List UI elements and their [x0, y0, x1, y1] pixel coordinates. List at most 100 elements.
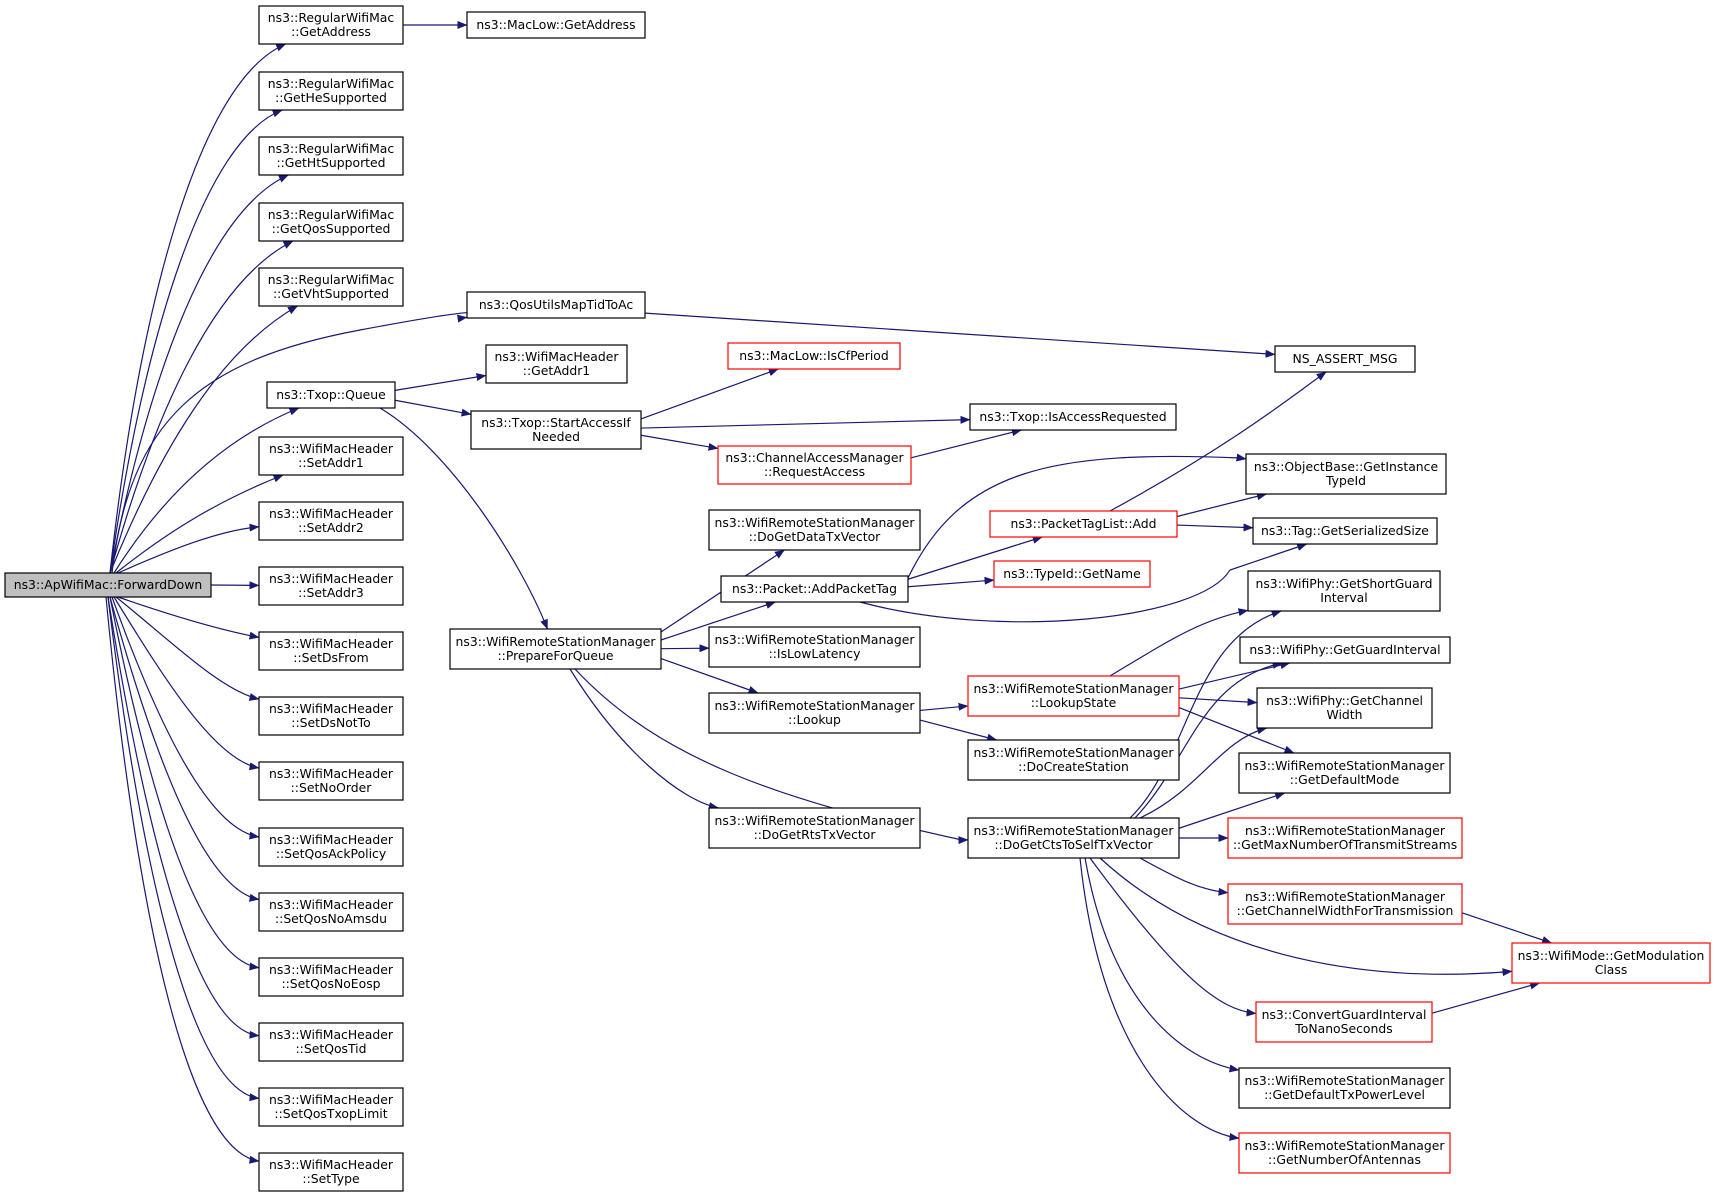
node-ns3-wifiremotestationmanager-prepareforqueue[interactable]: ns3::WifiRemoteStationManager::PrepareFo…	[449, 628, 662, 670]
edge-n9-n31	[379, 407, 549, 630]
node-ns3-wifimacheader-setqostxoplimit[interactable]: ns3::WifiMacHeader::SetQosTxopLimit	[258, 1087, 404, 1127]
node-box	[470, 410, 642, 450]
node-ns3-txop-isaccessrequested[interactable]: ns3::Txop::IsAccessRequested	[969, 403, 1177, 431]
node-ns3-wifiremotestationmanager-getnumberofantennas[interactable]: ns3::WifiRemoteStationManager::GetNumber…	[1238, 1132, 1451, 1174]
node-label: ::PrepareForQueue	[497, 648, 613, 663]
node-ns3-wifiremotestationmanager-getdefaulttxpowerlevel[interactable]: ns3::WifiRemoteStationManager::GetDefaul…	[1238, 1067, 1451, 1109]
edge-n0-n30	[105, 596, 260, 1164]
node-box	[466, 11, 646, 39]
node-ns3-wifiremotestationmanager-getdefaultmode[interactable]: ns3::WifiRemoteStationManager::GetDefaul…	[1238, 752, 1451, 794]
node-ns3-wifiremotestationmanager-islowlatency[interactable]: ns3::WifiRemoteStationManager::IsLowLate…	[708, 626, 921, 668]
node-box	[266, 381, 396, 409]
node-ns3-maclow-getaddress[interactable]: ns3::MacLow::GetAddress	[466, 11, 646, 39]
node-ns3-regularwifimac-gethesupported[interactable]: ns3::RegularWifiMac::GetHeSupported	[258, 71, 404, 111]
node-ns3-typeid-getname[interactable]: ns3::TypeId::GetName	[993, 560, 1151, 588]
edge-n39-n49	[1079, 857, 1240, 1141]
edge-n47-n46	[1431, 981, 1541, 1014]
node-ns3-wifiphy-getchannelwidth[interactable]: ns3::WifiPhy::GetChannelWidth	[1256, 687, 1433, 729]
node-box	[1238, 1132, 1451, 1174]
node-label: Interval	[1320, 590, 1367, 605]
node-box	[1245, 453, 1447, 495]
node-ns3-wifimacheader-setaddr1[interactable]: ns3::WifiMacHeader::SetAddr1	[258, 436, 404, 476]
node-box	[1274, 345, 1416, 373]
node-box	[967, 739, 1180, 781]
edge-n39-n46	[1099, 857, 1513, 977]
edge-n35-n38	[919, 719, 998, 742]
node-ns3-regularwifimac-getvhtsupported[interactable]: ns3::RegularWifiMac::GetVhtSupported	[258, 267, 404, 307]
node-box	[258, 631, 404, 671]
node-ns3-wifimacheader-setdsfrom[interactable]: ns3::WifiMacHeader::SetDsFrom	[258, 631, 404, 671]
node-ns3-wifimacheader-setaddr3[interactable]: ns3::WifiMacHeader::SetAddr3	[258, 566, 404, 606]
node-ns3-qosutilsmaptidtoac[interactable]: ns3::QosUtilsMapTidToAc	[466, 291, 646, 319]
node-label: ::GetQosSupported	[272, 221, 391, 236]
node-ns3-wifiremotestationmanager-getmaxnumberoftransmitstreams[interactable]: ns3::WifiRemoteStationManager::GetMaxNum…	[1227, 817, 1463, 859]
node-box	[1227, 883, 1463, 925]
node-label: TypeId	[1325, 473, 1366, 488]
node-ns3-wifiremotestationmanager-getchannelwidthfortransmission[interactable]: ns3::WifiRemoteStationManager::GetChanne…	[1227, 883, 1463, 925]
node-ns3-regularwifimac-gethtsupported[interactable]: ns3::RegularWifiMac::GetHtSupported	[258, 136, 404, 176]
edge-n37-n41	[1178, 661, 1291, 690]
node-ns3-packettaglist-add[interactable]: ns3::PacketTagList::Add	[989, 510, 1178, 538]
node-label: NS_ASSERT_MSG	[1293, 351, 1398, 366]
edge-n11-n14	[640, 434, 719, 451]
node-ns-assert-msg[interactable]: NS_ASSERT_MSG	[1274, 345, 1416, 373]
node-label: ns3::WifiMacHeader	[269, 1027, 394, 1042]
node-ns3-channelaccessmanager-requestaccess[interactable]: ns3::ChannelAccessManager::RequestAccess	[717, 445, 912, 485]
node-label: ::GetDefaultMode	[1290, 772, 1399, 787]
node-ns3-regularwifimac-getaddress[interactable]: ns3::RegularWifiMac::GetAddress	[258, 5, 404, 45]
node-ns3-tag-getserializedsize[interactable]: ns3::Tag::GetSerializedSize	[1252, 517, 1438, 545]
node-box	[1239, 636, 1451, 664]
node-ns3-wifiremotestationmanager-docreatestation[interactable]: ns3::WifiRemoteStationManager::DoCreateS…	[967, 739, 1180, 781]
node-ns3-wifimacheader-setqosnoamsdu[interactable]: ns3::WifiMacHeader::SetQosNoAmsdu	[258, 892, 404, 932]
node-label: ::RequestAccess	[764, 464, 865, 479]
node-ns3-maclow-iscfperiod[interactable]: ns3::MacLow::IsCfPeriod	[727, 342, 901, 370]
node-ns3-wifimacheader-getaddr1[interactable]: ns3::WifiMacHeader::GetAddr1	[485, 344, 628, 384]
node-ns3-wifimacheader-settype[interactable]: ns3::WifiMacHeader::SetType	[258, 1152, 404, 1192]
node-ns3-wifiremotestationmanager-lookupstate[interactable]: ns3::WifiRemoteStationManager::LookupSta…	[967, 675, 1180, 717]
node-ns3-wifiremotestationmanager-dogetrtstxvector[interactable]: ns3::WifiRemoteStationManager::DoGetRtsT…	[708, 807, 921, 849]
node-box	[1227, 817, 1463, 859]
node-label: Needed	[532, 429, 580, 444]
node-box	[989, 510, 1178, 538]
edge-n31-n34	[660, 644, 710, 653]
node-ns3-wifimacheader-setaddr2[interactable]: ns3::WifiMacHeader::SetAddr2	[258, 501, 404, 541]
edge-n0-n19	[115, 474, 284, 574]
node-label: Class	[1595, 962, 1628, 977]
node-label: ns3::RegularWifiMac	[268, 76, 395, 91]
node-label: ::SetNoOrder	[291, 780, 373, 795]
node-label: ns3::Packet::AddPacketTag	[732, 581, 897, 596]
node-label: ::GetAddress	[291, 24, 371, 39]
edge-n39-n41	[1134, 661, 1283, 819]
node-ns3-wifiremotestationmanager-lookup[interactable]: ns3::WifiRemoteStationManager::Lookup	[708, 692, 921, 734]
node-ns3-regularwifimac-getqossupported[interactable]: ns3::RegularWifiMac::GetQosSupported	[258, 202, 404, 242]
node-box	[485, 344, 628, 384]
node-ns3-wifimacheader-setqosnoeosp[interactable]: ns3::WifiMacHeader::SetQosNoEosp	[258, 957, 404, 997]
edge-n0-n29	[107, 596, 260, 1102]
node-ns3-wifimacheader-setqostid[interactable]: ns3::WifiMacHeader::SetQosTid	[258, 1022, 404, 1062]
node-ns3-wifiremotestationmanager-dogetctstoselftxvector[interactable]: ns3::WifiRemoteStationManager::DoGetCtsT…	[967, 817, 1180, 859]
node-ns3-packet-addpackettag[interactable]: ns3::Packet::AddPacketTag	[720, 575, 909, 603]
node-label: ns3::Tag::GetSerializedSize	[1261, 523, 1429, 538]
node-label: ::DoGetCtsToSelfTxVector	[994, 837, 1153, 852]
node-ns3-wifimacheader-setnoorder[interactable]: ns3::WifiMacHeader::SetNoOrder	[258, 761, 404, 801]
node-label: ns3::WifiRemoteStationManager	[715, 515, 916, 530]
node-ns3-wifimacheader-setqosackpolicy[interactable]: ns3::WifiMacHeader::SetQosAckPolicy	[258, 827, 404, 867]
edge-n7-n8	[644, 312, 1276, 358]
node-ns3-wifimacheader-setdsnotto[interactable]: ns3::WifiMacHeader::SetDsNotTo	[258, 696, 404, 736]
node-ns3-apwifimac-forwarddown[interactable]: ns3::ApWifiMac::ForwardDown	[4, 572, 212, 598]
node-label: ::GetDefaultTxPowerLevel	[1264, 1087, 1425, 1102]
node-ns3-wifiremotestationmanager-dogetdatatxvector[interactable]: ns3::WifiRemoteStationManager::DoGetData…	[708, 509, 921, 551]
node-box	[258, 957, 404, 997]
node-label: ::SetDsNotTo	[291, 715, 370, 730]
edge-n16-n15	[1176, 492, 1267, 518]
edge-n0-n1	[109, 43, 287, 574]
edge-n0-n24	[113, 596, 260, 771]
node-ns3-txop-queue[interactable]: ns3::Txop::Queue	[266, 381, 396, 409]
node-label: ns3::WifiMacHeader	[269, 1157, 394, 1172]
node-ns3-wifiphy-getguardinterval[interactable]: ns3::WifiPhy::GetGuardInterval	[1239, 636, 1451, 664]
